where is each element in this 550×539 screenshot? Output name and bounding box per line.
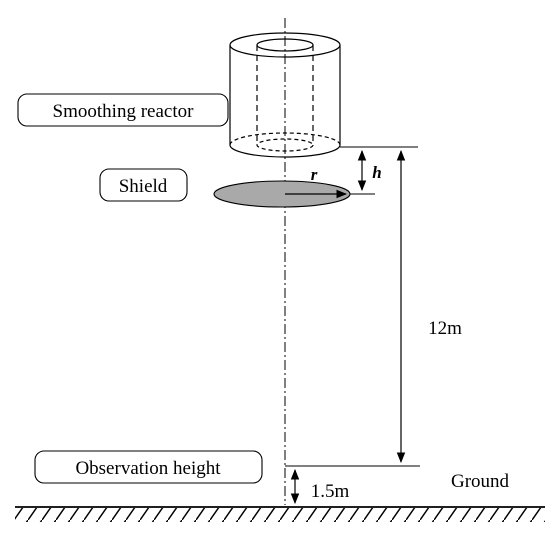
ground-hatching [15, 508, 545, 522]
observation-label: Observation height [75, 458, 221, 479]
shield-label-box [99, 168, 188, 202]
observation-label-box [34, 450, 263, 484]
smoothing-reactor [229, 32, 341, 158]
shield-label: Shield [119, 176, 168, 197]
12m-label: 12m [428, 318, 462, 339]
reactor-label-box [17, 93, 229, 127]
reactor-label: Smoothing reactor [53, 101, 195, 122]
reactor-inner-bottom [256, 138, 314, 152]
radius-label: r [311, 165, 318, 184]
reactor-bottom-front [229, 144, 341, 158]
1-5m-label: 1.5m [311, 481, 350, 502]
ground-label: Ground [451, 471, 510, 492]
h-label: h [372, 163, 381, 182]
reactor-bottom-back [229, 132, 341, 146]
